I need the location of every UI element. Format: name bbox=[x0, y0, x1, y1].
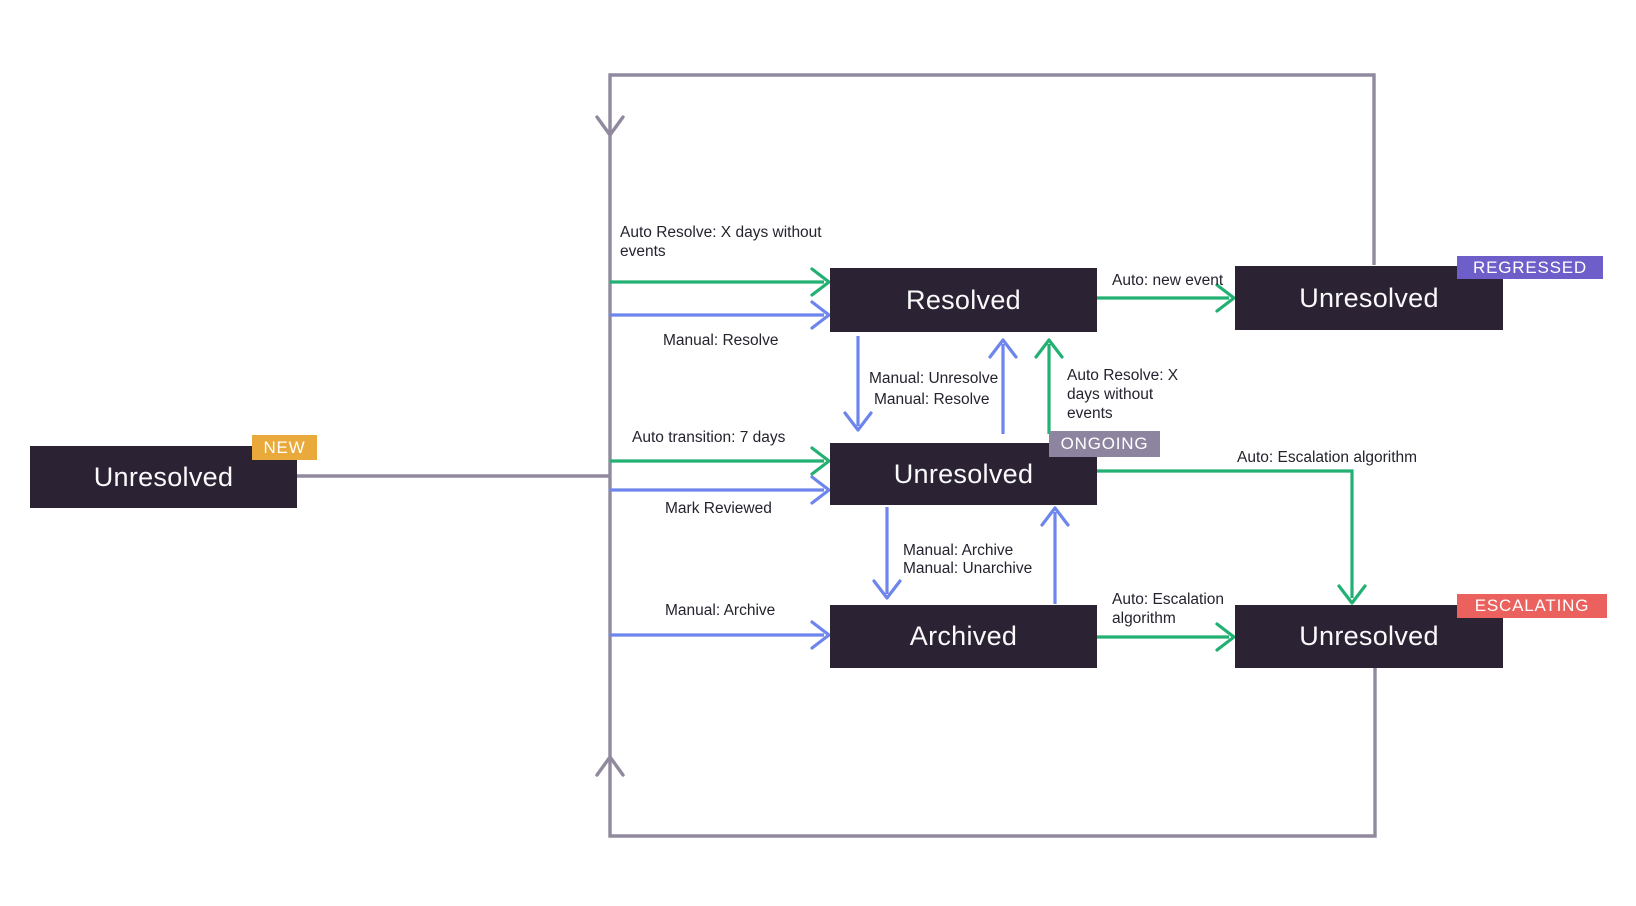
state-node-label: Unresolved bbox=[893, 458, 1034, 489]
edge-auto-escalation-bottom-arrow bbox=[1097, 622, 1236, 652]
edge-auto-new-event-arrow bbox=[1097, 283, 1236, 313]
edge-label-auto-resolve-mid: Auto Resolve: X days without events bbox=[1067, 367, 1179, 422]
edge-label-auto-escalation-bottom: Auto: Escalation algorithm bbox=[1112, 591, 1225, 627]
edge-label-manual-archive-left: Manual: Archive bbox=[665, 602, 776, 619]
edge-label-manual-unarchive: Manual: Unarchive bbox=[903, 560, 1033, 577]
edge-label-mark-reviewed: Mark Reviewed bbox=[665, 500, 772, 517]
status-badge-new: NEW bbox=[252, 435, 317, 460]
state-node-resolved: Resolved bbox=[830, 268, 1097, 332]
edge-manual-archive-left-arrow bbox=[610, 620, 831, 650]
edge-manual-unarchive-arrow bbox=[1040, 506, 1070, 604]
state-node-label: Unresolved bbox=[93, 461, 234, 492]
loop-line bbox=[297, 73, 1377, 838]
status-badge-regressed: REGRESSED bbox=[1457, 256, 1603, 279]
state-node-archived: Archived bbox=[830, 605, 1097, 668]
state-node-ongoing: Unresolved bbox=[830, 443, 1097, 505]
edge-manual-archive-mid-arrow bbox=[872, 507, 902, 600]
edge-manual-unresolve-arrow bbox=[843, 336, 873, 432]
edge-label-manual-archive-mid: Manual: Archive bbox=[903, 542, 1014, 559]
edge-label-manual-unresolve: Manual: Unresolve bbox=[869, 370, 999, 387]
state-node-label: Unresolved bbox=[1299, 621, 1439, 651]
edge-manual-resolve-top-arrow bbox=[610, 300, 831, 330]
edge-label-auto-escalation-top: Auto: Escalation algorithm bbox=[1237, 449, 1418, 466]
status-badge-ongoing: ONGOING bbox=[1049, 431, 1160, 457]
edge-auto-resolve-top-arrow bbox=[610, 267, 831, 297]
state-node-label: Unresolved bbox=[1299, 282, 1439, 313]
state-node-escalating: Unresolved bbox=[1235, 605, 1503, 668]
state-node-label: Archived bbox=[909, 621, 1018, 651]
edge-label-auto-new-event: Auto: new event bbox=[1112, 272, 1224, 289]
edge-label-auto-transition: Auto transition: 7 days bbox=[632, 429, 786, 446]
edge-label-auto-resolve-top: Auto Resolve: X days without events bbox=[620, 224, 822, 260]
edge-label-manual-resolve-top: Manual: Resolve bbox=[663, 332, 779, 349]
edge-auto-transition-arrow bbox=[610, 446, 831, 476]
edge-manual-resolve-mid-arrow bbox=[988, 338, 1018, 434]
edge-mark-reviewed-arrow bbox=[610, 475, 831, 505]
state-node-label: Resolved bbox=[906, 284, 1021, 315]
edge-auto-resolve-mid-arrow bbox=[1034, 338, 1064, 434]
edge-label-manual-resolve-mid: Manual: Resolve bbox=[874, 391, 990, 408]
status-badge-escalating: ESCALATING bbox=[1457, 594, 1607, 618]
edge-auto-escalation-top-arrow bbox=[1097, 469, 1367, 605]
